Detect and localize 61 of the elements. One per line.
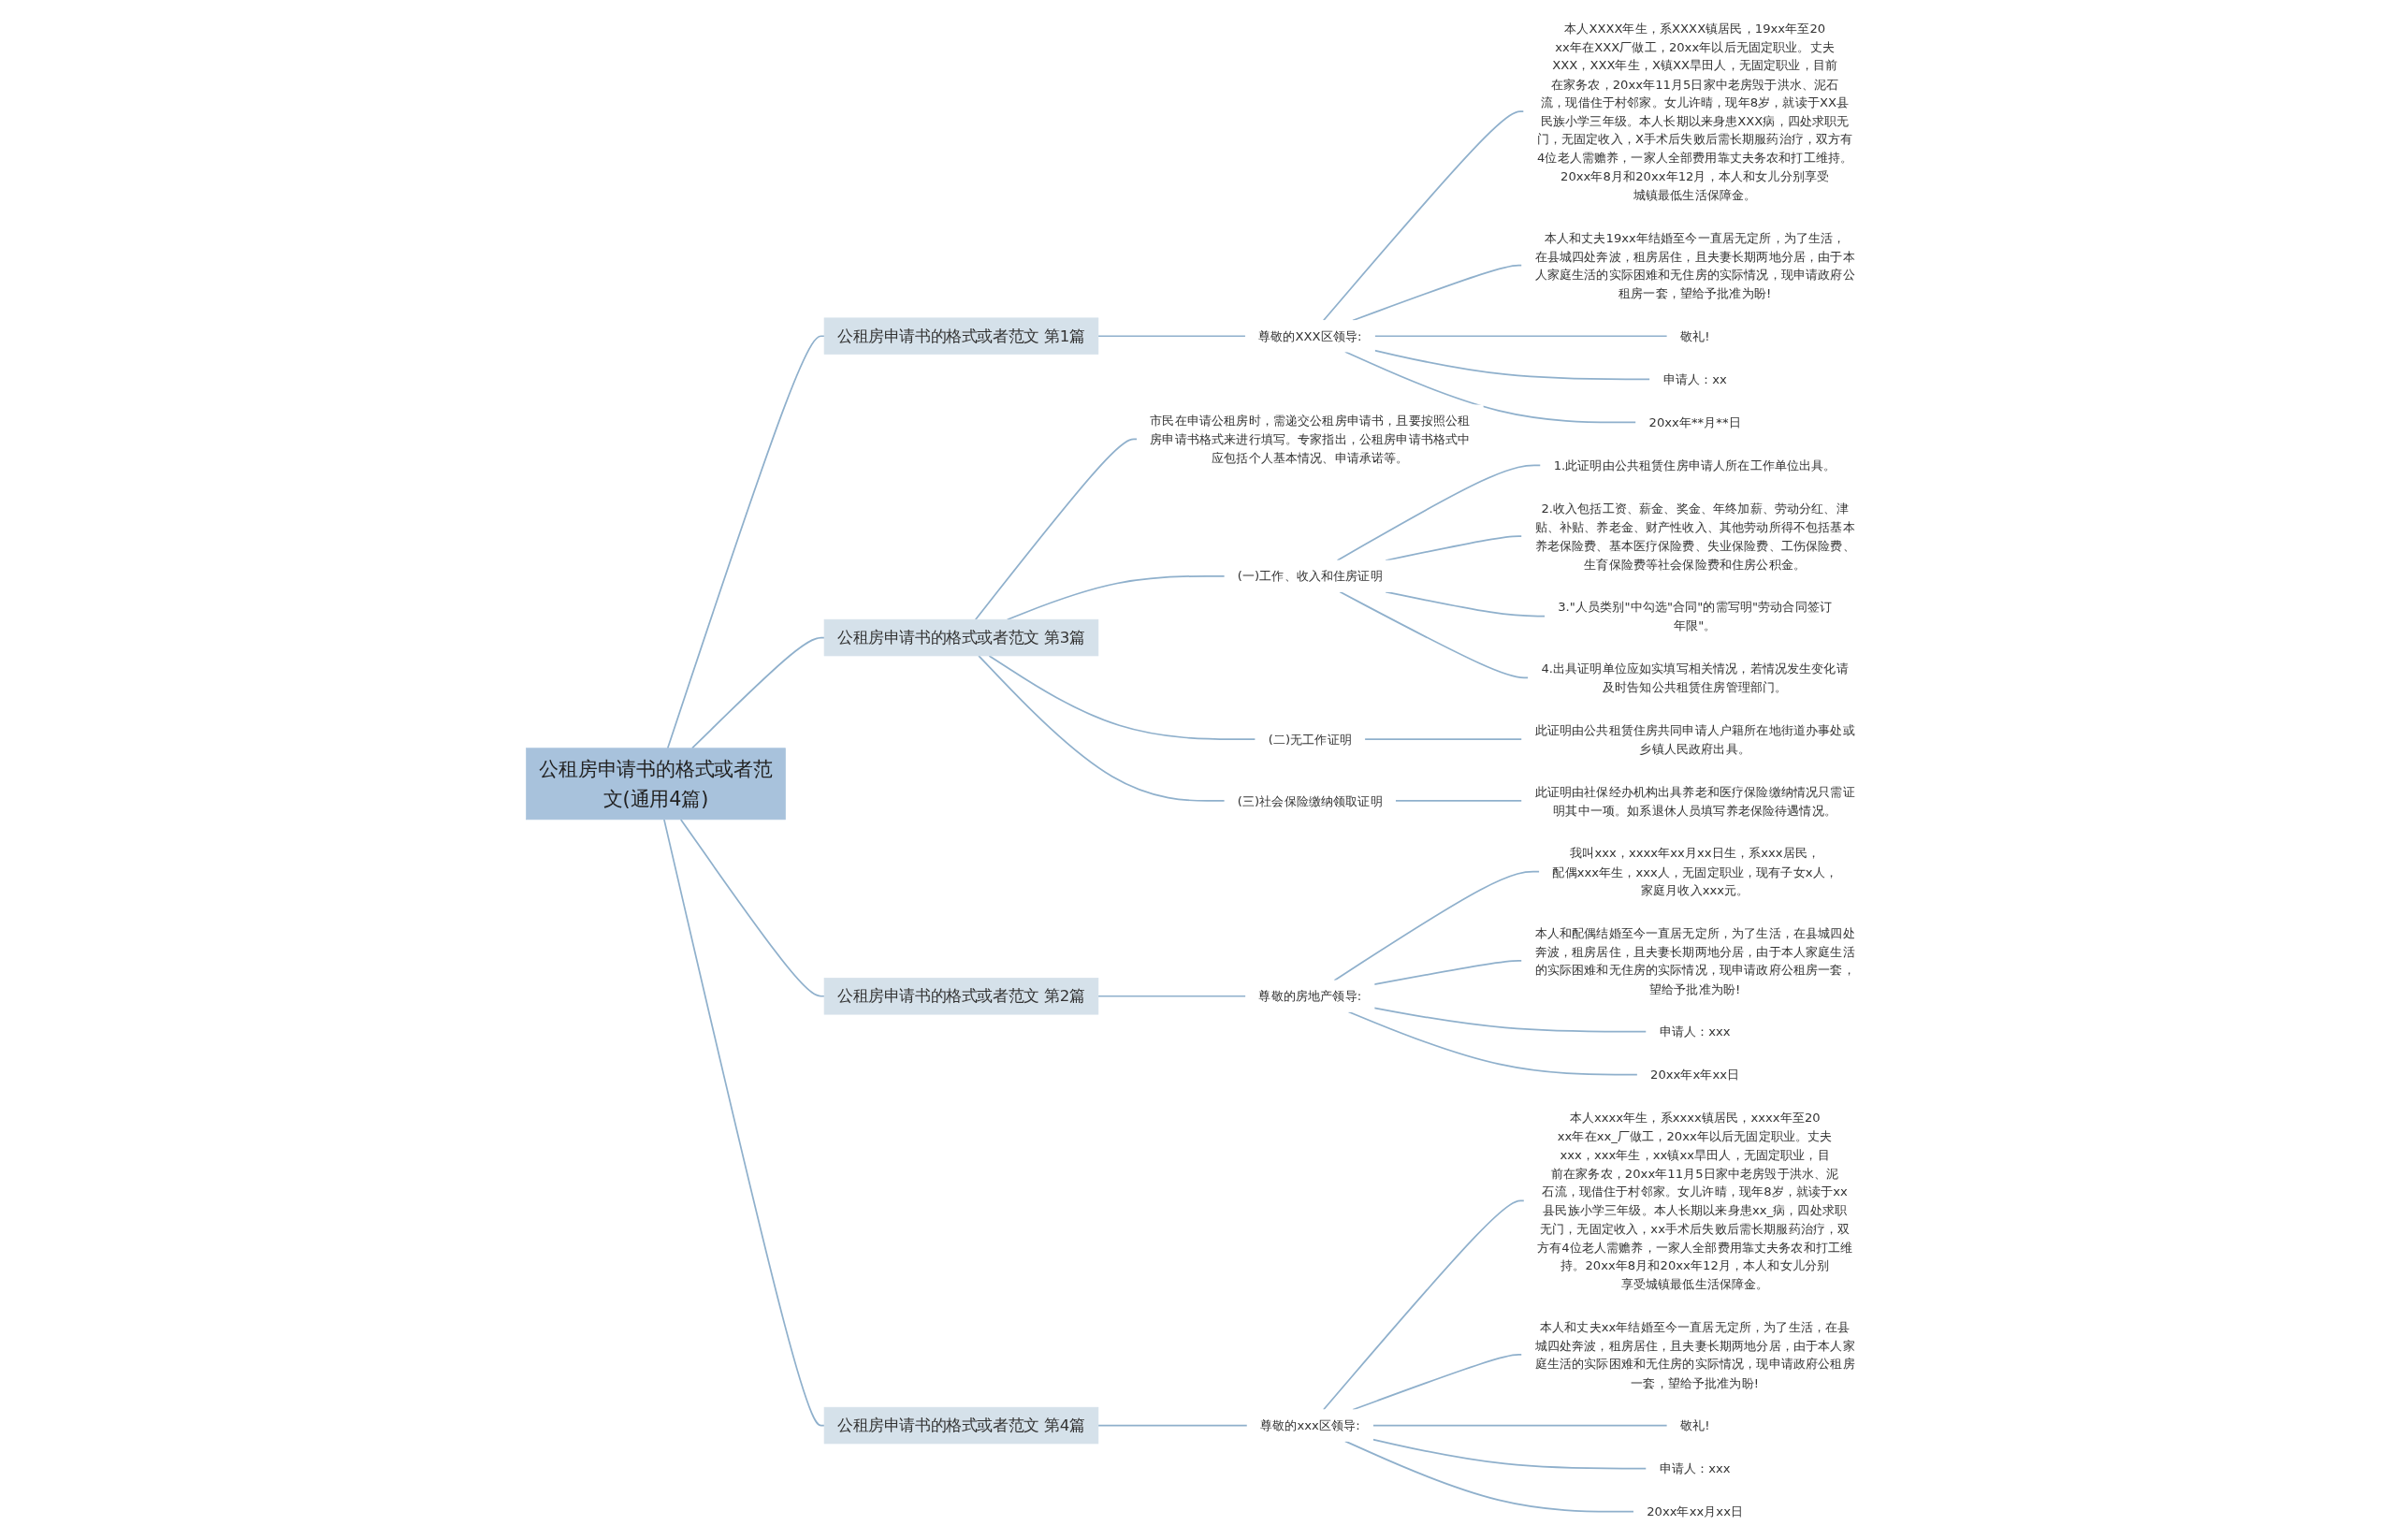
connector xyxy=(1352,1354,1524,1411)
connector xyxy=(1372,1438,1648,1470)
node-text: 尊敬的xxx区领导: xyxy=(1260,1417,1361,1433)
node-text: 4.出具证明单位应如实填写相关情况，若情况发生变化请及时告知公共租赁住房管理部门。 xyxy=(1541,661,1850,694)
connector xyxy=(988,655,1257,740)
node-text: 3."人员类别"中勾选"合同"的需写明"劳动合同签订年限"。 xyxy=(1558,599,1833,632)
node-text: 尊敬的XXX区领导: xyxy=(1258,328,1362,343)
connector xyxy=(975,438,1139,621)
connector xyxy=(1097,1424,1249,1427)
node-text: 申请人：xxx xyxy=(1660,1024,1732,1039)
connector xyxy=(1373,1007,1648,1033)
connector xyxy=(1007,574,1227,621)
connector xyxy=(1337,464,1543,561)
node-text: 本人XXXX年生，系XXXX镇居民，19xx年至20xx年在XXX厂做工，20xx年以后无固定职业。丈夫XXX，XXX年生，X镇XX旱田人，无固定职业，目前在家务农，20xx年11月5日家中老房毁于洪水、泥石流，现借住于村邻家。女儿许晴，现年8岁，就读于XX县民族小学三年级。本人长期以来身患XXX病，四处求职无门，无固定收入，X手术后失败后需长期服药治疗，双方有4位老人需赡养，一家人全部费用靠丈夫务农和打工维持。20xx年8月和20xx年12月，本人和女儿分别享受城镇最低生活保障金。 xyxy=(1537,21,1854,202)
connector xyxy=(1364,738,1524,740)
connector xyxy=(1339,590,1530,679)
connector xyxy=(1373,335,1669,338)
node-text: 申请人：xx xyxy=(1662,371,1728,386)
node-text: (三)社会保险缴纳领取证明 xyxy=(1238,793,1384,808)
connector xyxy=(663,819,826,1427)
node-text: (二)无工作证明 xyxy=(1269,732,1353,747)
connector xyxy=(691,636,826,749)
node-box: 公租房申请书的格式或者范文 第2篇 xyxy=(824,978,1099,1015)
connector xyxy=(1395,800,1524,802)
node-box: 公租房申请书的格式或者范文 第1篇 xyxy=(824,317,1099,355)
node-text: 我叫xxx，xxxx年xx月xx日生，系xxx居民，配偶xxx年生，xxx人，无固定职业，现有子女x人，家庭月收入xxx元。 xyxy=(1552,846,1838,897)
node-text: 20xx年**月**日 xyxy=(1649,414,1742,429)
node-text: 1.此证明由公共租赁住房申请人所在工作单位出具。 xyxy=(1554,458,1837,472)
connector xyxy=(1373,960,1524,985)
connector xyxy=(1097,995,1247,997)
node-text: 2.收入包括工资、薪金、奖金、年终加薪、劳动分红、津贴、补贴、养老金、财产性收入、其他劳动所得不包括基本养老保险费、基本医疗保险费、失业保险费、工伤保险费、生育保险费等社会保险费和住房公积金。 xyxy=(1535,501,1856,572)
node-text: 本人和丈夫19xx年结婚至今一直居无定所，为了生活，在县城四处奔波，租房居住，且夫妻长期两地分居，由于本人家庭生活的实际困难和无住房的实际情况，现申请政府公租房一套，望给予批准为盼! xyxy=(1535,230,1856,300)
connector xyxy=(1372,1424,1669,1427)
node-text: 此证明由公共租赁住房共同申请人户籍所在地街道办事处或乡镇人民政府出具。 xyxy=(1535,722,1856,756)
connector xyxy=(1323,110,1526,322)
node-box: 公租房申请书的格式或者范文 第3篇 xyxy=(824,618,1099,657)
node-text: (一)工作、收入和住房证明 xyxy=(1238,569,1384,584)
node-box: 公租房申请书的格式或者范文 第4篇 xyxy=(824,1406,1099,1445)
node-text: 本人xxxx年生，系xxxx镇居民，xxxx年至20xx年在xx_厂做工，20xx年以后无固定职业。丈夫xxx，xxx年生，xx镇xx旱田人，无固定职业，目前在家务农，20xx年11月5日家中老房毁于洪水、泥石流，现借住于村邻家。女儿许晴，现年8岁，就读于xx县民族小学三年级。本人长期以来身患xx_病，四处求职无门，无固定收入，xx手术后失败后需长期服药治疗，双方有4位老人需赡养，一家人全部费用靠丈夫务农和打工维持。20xx年8月和20xx年12月，本人和女儿分别享受城镇最低生活保障金。 xyxy=(1537,1110,1853,1291)
connector xyxy=(1344,351,1638,424)
node-text: 本人和配偶结婚至今一直居无定所，为了生活，在县城四处奔波，租房居住，且夫妻长期两地分居，由于本人家庭生活的实际困难和无住房的实际情况，现申请政府公租房一套，望给予批准为盼! xyxy=(1535,925,1856,995)
node-text: 申请人：xxx xyxy=(1660,1460,1732,1476)
connector xyxy=(1348,1010,1639,1076)
node-text: 20xx年xx月xx日 xyxy=(1647,1504,1744,1519)
node-text: 市民在申请公租房时，需递交公租房申请书，且要按照公租房申请书格式来进行填写。专家指出，公租房申请书格式中应包括个人基本情况、申请承诺等。 xyxy=(1150,413,1471,465)
node-box: 公租房申请书的格式或者范文(通用4篇) xyxy=(526,748,787,821)
connector xyxy=(1097,335,1247,338)
node-text: 敬礼! xyxy=(1680,1417,1710,1433)
node-text: 20xx年x年xx日 xyxy=(1650,1067,1740,1082)
connector xyxy=(680,819,826,997)
node-text: 敬礼! xyxy=(1680,328,1710,343)
connector xyxy=(1333,870,1541,981)
node-text: 此证明由社保经办机构出具养老和医疗保险缴纳情况只需证明其中一项。如系退休人员填写养老保险待遇情况。 xyxy=(1535,784,1856,818)
connector xyxy=(978,655,1227,802)
connector xyxy=(1352,264,1524,322)
node-text: 尊敬的房地产领导: xyxy=(1258,988,1362,1004)
connector xyxy=(667,335,826,749)
connector xyxy=(1373,349,1651,381)
node-text: 本人和丈夫xx年结婚至今一直居无定所，为了生活，在县城四处奔波，租房居住，且夫妻长期两地分居，由于本人家庭生活的实际困难和无住房的实际情况，现申请政府公租房一套，望给予批准为盼! xyxy=(1535,1319,1856,1389)
connector xyxy=(1323,1199,1526,1411)
connector xyxy=(1344,1440,1635,1513)
